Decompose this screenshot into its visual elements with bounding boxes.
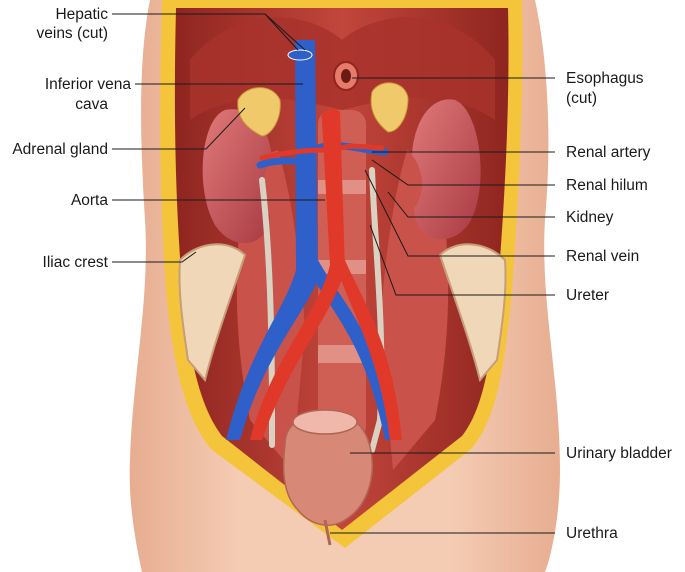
label-iliac-crest: Iliac crest	[43, 254, 109, 271]
label-renal-hilum: Renal hilum	[566, 177, 648, 194]
label-urethra: Urethra	[566, 525, 618, 542]
leader-lines	[112, 13, 555, 534]
label-hepatic-veins-line2: veins (cut)	[37, 25, 109, 42]
kidney-right	[412, 99, 481, 240]
label-esophagus-line1: Esophagus	[566, 70, 644, 87]
urethra	[323, 519, 332, 546]
label-esophagus-line2: (cut)	[566, 90, 597, 107]
kidney-left	[202, 109, 272, 244]
label-urinary-bladder: Urinary bladder	[566, 445, 672, 462]
label-kidney: Kidney	[566, 209, 614, 226]
label-aorta: Aorta	[71, 192, 108, 209]
label-ivc-line2: cava	[75, 96, 108, 113]
iliac-crest-left	[178, 243, 247, 383]
renal-artery-left	[259, 147, 331, 161]
label-ureter: Ureter	[566, 287, 609, 304]
renal-artery-right	[337, 143, 385, 151]
iliac-vein-right	[308, 260, 398, 440]
label-renal-vein: Renal vein	[566, 248, 639, 265]
inferior-vena-cava	[226, 40, 318, 440]
aorta	[250, 109, 345, 440]
label-renal-artery: Renal artery	[566, 144, 651, 161]
adrenal-gland-right	[370, 82, 409, 133]
hepatic-veins-cut	[287, 49, 313, 61]
label-ivc-line1: Inferior vena	[45, 76, 132, 93]
label-adrenal-gland: Adrenal gland	[12, 141, 108, 158]
adrenal-gland-left	[237, 87, 281, 137]
iliac-crest-right	[438, 243, 507, 383]
label-hepatic-veins-line1: Hepatic	[55, 6, 108, 23]
renal-vein-left	[256, 157, 304, 169]
iliac-artery-right	[336, 258, 402, 440]
